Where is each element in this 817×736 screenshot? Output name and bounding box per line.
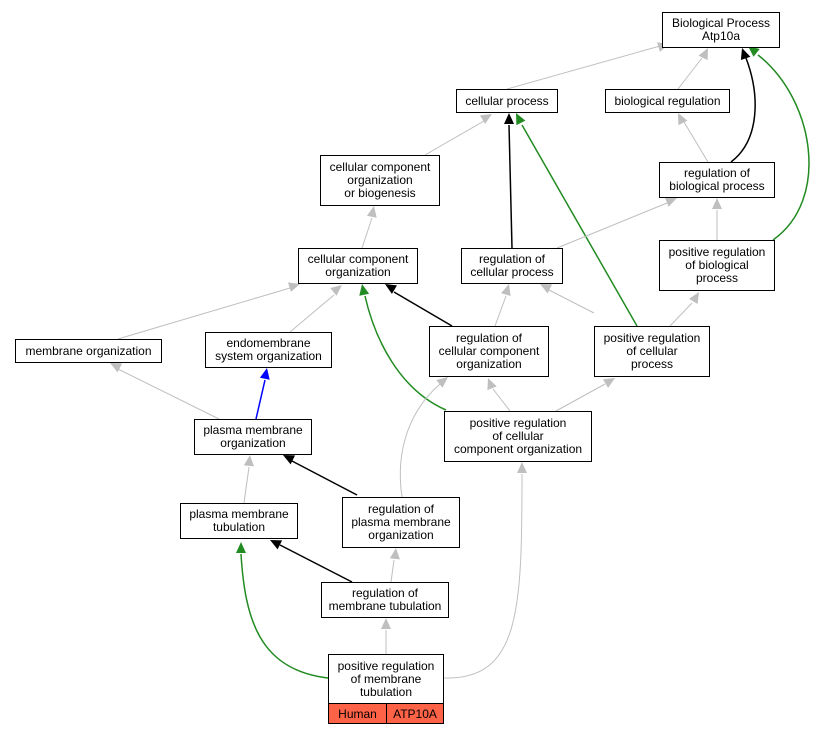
edge-eso-to-cco xyxy=(289,294,335,333)
node-regulation-of-cellular-component-organization[interactable]: regulation of cellular component organiz… xyxy=(429,326,549,377)
arrowhead-prbp-to-rbp xyxy=(712,198,722,209)
arrowhead-pmo-to-mo xyxy=(110,363,123,373)
edge-pmo-to-eso xyxy=(255,379,266,420)
edge-ccob-to-cp xyxy=(424,120,485,156)
node-positive-regulation-of-biological-process[interactable]: positive regulation of biological proces… xyxy=(659,240,775,291)
arrowhead-pmo-to-eso xyxy=(259,368,270,380)
gene-tag: ATP10A xyxy=(386,703,444,724)
edge-prcco-to-rcco xyxy=(492,388,511,412)
arrowhead-rpmo-to-rcco xyxy=(436,377,448,388)
edge-cp-to-bp xyxy=(506,45,661,90)
arrowhead-prcp-to-prbp xyxy=(689,292,699,304)
arrowhead-eso-to-cco xyxy=(330,285,342,296)
arrowhead-br-to-bp xyxy=(698,48,708,61)
arrowhead-prcp-to-rcp xyxy=(540,284,553,294)
node-positive-regulation-of-cellular-component-organization[interactable]: positive regulation of cellular componen… xyxy=(444,411,592,462)
edge-prmt-to-pmt xyxy=(240,553,329,679)
arrowhead-prmt-to-pmt xyxy=(236,542,246,553)
arrowhead-prbp-to-bp xyxy=(748,46,760,57)
edge-rbp-to-bp xyxy=(730,57,756,163)
edge-prbp-to-bp xyxy=(757,54,810,241)
edge-cco-to-ccob xyxy=(361,217,373,249)
arrowhead-rcco-to-rcp xyxy=(501,284,511,296)
edge-rmt-to-pmt xyxy=(279,544,353,583)
node-positive-regulation-of-cellular-process[interactable]: positive regulation of cellular process xyxy=(594,326,710,377)
node-regulation-of-cellular-process[interactable]: regulation of cellular process xyxy=(461,248,563,284)
arrowhead-rmt-to-rpmo xyxy=(389,548,400,560)
edge-prcco-to-cco xyxy=(364,295,447,411)
arrowhead-prmt-to-prcco xyxy=(517,462,527,473)
node-membrane-organization[interactable]: membrane organization xyxy=(15,339,162,363)
arrowhead-prcp-to-cp xyxy=(516,113,526,126)
edge-rcco-to-cco xyxy=(393,291,453,327)
edge-br-to-bp xyxy=(677,57,703,90)
node-plasma-membrane-organization[interactable]: plasma membrane organization xyxy=(194,419,312,455)
edge-prcp-to-cp xyxy=(521,124,638,327)
node-cellular-component-organization-or-biogenesis[interactable]: cellular component organization or bioge… xyxy=(320,155,440,206)
arrowhead-rcp-to-cp xyxy=(504,113,514,124)
edge-prmt-to-prcco xyxy=(443,473,523,679)
arrowhead-prcco-to-rcco xyxy=(487,378,497,391)
node-cellular-process[interactable]: cellular process xyxy=(456,89,558,113)
arrowhead-rbp-to-br xyxy=(678,113,688,126)
edge-rpmo-to-pmo xyxy=(291,460,358,496)
edge-prcp-to-rcp xyxy=(548,289,595,314)
edge-prcp-to-prbp xyxy=(669,302,693,327)
node-cellular-component-organization[interactable]: cellular component organization xyxy=(298,248,418,284)
arrowhead-rmt-to-pmt xyxy=(270,540,283,550)
arrowhead-prmt-to-rmt xyxy=(381,618,391,629)
edge-rbp-to-br xyxy=(683,121,709,163)
arrowhead-rbp-to-bp xyxy=(740,48,751,60)
arrowhead-ccob-to-cp xyxy=(480,114,492,124)
arrowhead-cco-to-ccob xyxy=(366,206,377,218)
edge-mo-to-cco xyxy=(117,287,291,340)
edge-prcco-to-prcp xyxy=(555,383,606,412)
node-endomembrane-system-organization[interactable]: endomembrane system organization xyxy=(205,332,332,368)
arrowhead-rcp-to-rbp xyxy=(664,197,677,207)
edge-rmt-to-rpmo xyxy=(390,559,395,583)
node-positive-regulation-of-membrane-tubulation[interactable]: positive regulation of membrane tubulati… xyxy=(328,654,444,704)
edge-pmt-to-pmo xyxy=(243,466,250,504)
edge-pmo-to-mo xyxy=(117,368,220,420)
node-biological-process[interactable]: Biological Process Atp10a xyxy=(662,12,780,48)
arrowhead-prcco-to-cco xyxy=(359,284,370,296)
edge-rpmo-to-rcco xyxy=(399,383,441,498)
node-biological-regulation[interactable]: biological regulation xyxy=(605,89,730,113)
species-tag: Human xyxy=(328,703,387,724)
arrowhead-rpmo-to-pmo xyxy=(283,455,296,465)
node-plasma-membrane-tubulation[interactable]: plasma membrane tubulation xyxy=(180,503,298,539)
arrowhead-pmt-to-pmo xyxy=(243,455,254,467)
arrowhead-prcco-to-prcp xyxy=(603,378,615,388)
edge-rcp-to-cp xyxy=(508,124,513,249)
arrowhead-rcco-to-cco xyxy=(385,284,397,294)
node-regulation-of-biological-process[interactable]: regulation of biological process xyxy=(659,162,775,198)
arrowhead-mo-to-cco xyxy=(288,282,300,292)
edge-rcco-to-rcp xyxy=(494,295,507,327)
node-regulation-of-plasma-membrane-organization[interactable]: regulation of plasma membrane organizati… xyxy=(342,497,460,548)
edge-rcp-to-rbp xyxy=(556,202,668,249)
node-regulation-of-membrane-tubulation[interactable]: regulation of membrane tubulation xyxy=(321,582,449,618)
